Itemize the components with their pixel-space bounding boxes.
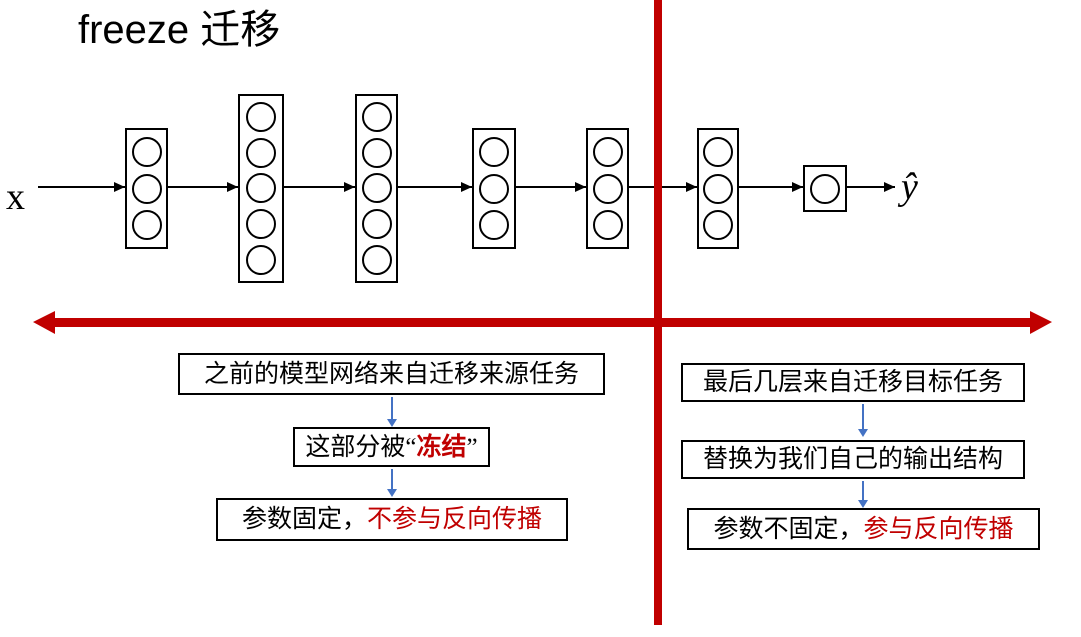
left-flow-arrow-2 bbox=[391, 469, 393, 489]
arrow-layer2-to-layer3 bbox=[284, 186, 355, 188]
left-flow-arrow-1 bbox=[391, 397, 393, 419]
network-output-layer bbox=[803, 165, 847, 212]
neuron-circle bbox=[592, 173, 623, 204]
right-flow-arrow-2 bbox=[862, 481, 864, 500]
neuron-circle bbox=[361, 209, 392, 240]
left-flow-box-frozen: 这部分被“冻结” bbox=[293, 427, 490, 467]
arrow-layer5-to-layer6 bbox=[629, 186, 697, 188]
network-layer-4 bbox=[472, 128, 516, 249]
neuron-circle bbox=[246, 101, 276, 132]
right-flow-box-params-not-fixed: 参数不固定，参与反向传播 bbox=[687, 508, 1040, 550]
arrow-layer1-to-layer2 bbox=[168, 186, 238, 188]
neuron-circle bbox=[361, 245, 392, 276]
neuron-circle bbox=[246, 137, 276, 168]
left-flow-box1-text: 之前的模型网络来自迁移来源任务 bbox=[203, 360, 579, 388]
left-flow-box2-prefix: 这部分被“ bbox=[305, 433, 417, 461]
right-flow-box-replace-output: 替换为我们自己的输出结构 bbox=[681, 440, 1025, 479]
red-horizontal-divider bbox=[50, 318, 1035, 327]
right-flow-box3-highlight: 参与反向传播 bbox=[863, 515, 1014, 543]
neuron-circle bbox=[479, 136, 509, 167]
neuron-circle bbox=[592, 136, 623, 167]
neuron-circle bbox=[246, 209, 276, 240]
neuron-circle bbox=[703, 210, 733, 241]
arrow-layer3-to-layer4 bbox=[398, 186, 472, 188]
left-flow-box-source-task: 之前的模型网络来自迁移来源任务 bbox=[178, 353, 605, 395]
left-flow-box2-highlight: 冻结 bbox=[416, 433, 467, 461]
neuron-circle bbox=[246, 173, 276, 204]
network-layer-1 bbox=[125, 128, 168, 249]
neuron-circle bbox=[131, 173, 162, 204]
neuron-circle bbox=[703, 136, 733, 167]
left-flow-box-params-fixed: 参数固定，不参与反向传播 bbox=[216, 498, 568, 541]
right-flow-arrow-1 bbox=[862, 404, 864, 429]
left-flow-box3-highlight: 不参与反向传播 bbox=[367, 506, 543, 533]
neuron-circle bbox=[810, 173, 840, 204]
arrow-input-to-layer1 bbox=[38, 186, 125, 188]
input-label: x bbox=[6, 176, 25, 218]
neuron-circle bbox=[703, 173, 733, 204]
red-vertical-divider bbox=[654, 0, 662, 625]
neuron-circle bbox=[131, 210, 162, 241]
arrow-layer6-to-output bbox=[739, 186, 803, 188]
right-flow-box2-text: 替换为我们自己的输出结构 bbox=[702, 446, 1003, 473]
right-flow-box3-prefix: 参数不固定， bbox=[713, 515, 864, 543]
neuron-circle bbox=[479, 173, 509, 204]
right-flow-box1-text: 最后几层来自迁移目标任务 bbox=[702, 369, 1003, 396]
arrow-layer4-to-layer5 bbox=[516, 186, 586, 188]
left-flow-box2-suffix: ” bbox=[466, 433, 478, 461]
neuron-circle bbox=[246, 245, 276, 276]
network-layer-3 bbox=[355, 94, 398, 283]
red-arrowhead-right-icon bbox=[1030, 311, 1052, 334]
neuron-circle bbox=[361, 173, 392, 204]
neuron-circle bbox=[361, 137, 392, 168]
red-arrowhead-left-icon bbox=[33, 311, 55, 334]
network-layer-2 bbox=[238, 94, 284, 283]
neuron-circle bbox=[479, 210, 509, 241]
slide-title: freeze 迁移 bbox=[78, 8, 281, 52]
right-flow-box-target-task: 最后几层来自迁移目标任务 bbox=[681, 363, 1025, 402]
network-layer-6 bbox=[697, 128, 739, 249]
neuron-circle bbox=[131, 136, 162, 167]
neuron-circle bbox=[592, 210, 623, 241]
neuron-circle bbox=[361, 101, 392, 132]
network-layer-5 bbox=[586, 128, 629, 249]
left-flow-box3-prefix: 参数固定， bbox=[241, 506, 367, 533]
arrow-output-to-yhat bbox=[847, 186, 895, 188]
output-label: ŷ bbox=[901, 166, 918, 208]
